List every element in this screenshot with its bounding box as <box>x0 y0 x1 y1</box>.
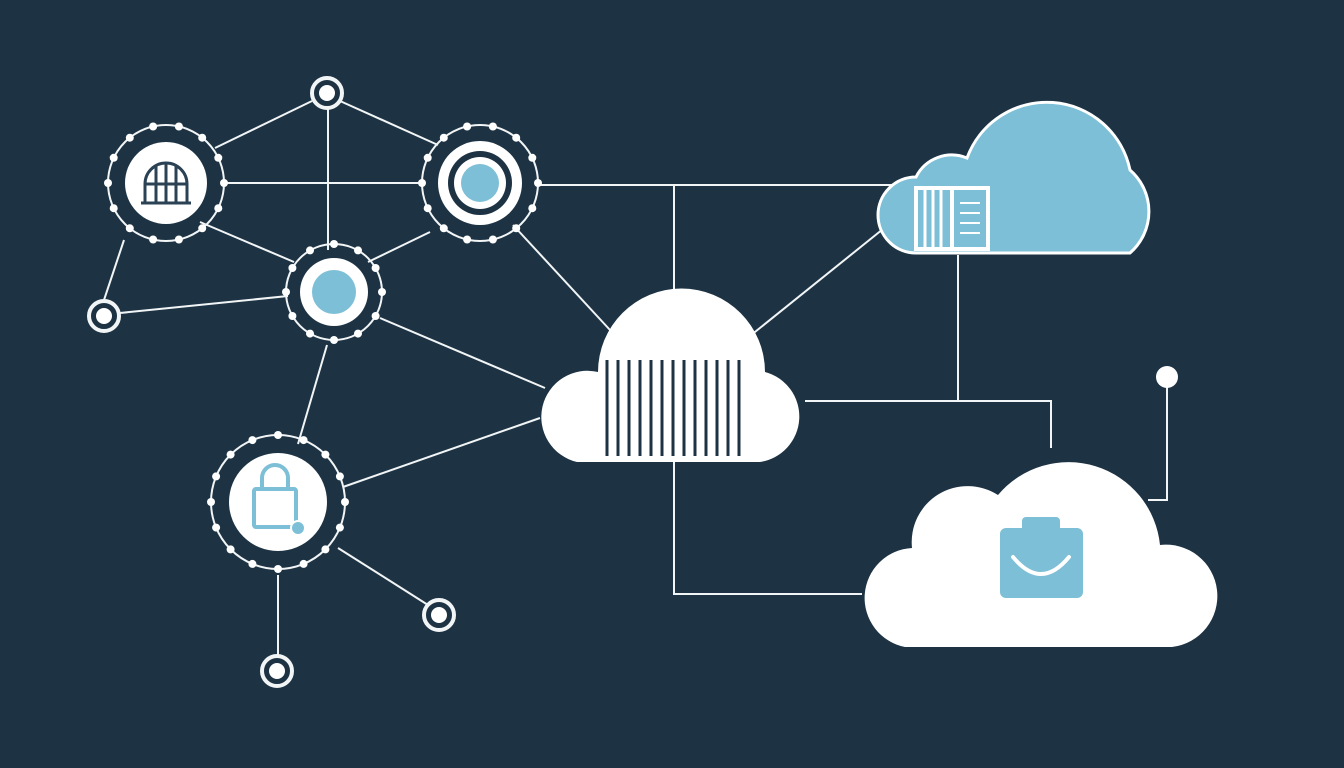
hub-globe <box>104 122 228 244</box>
link <box>805 400 1052 448</box>
link <box>214 100 313 149</box>
ring-dot <box>335 472 344 481</box>
ring-dot <box>174 235 183 244</box>
link <box>744 224 889 341</box>
barcode-icon <box>605 360 741 456</box>
ring-dot <box>109 204 118 213</box>
ring-dot <box>198 224 207 233</box>
ring-dot <box>212 472 221 481</box>
endpoint-bottom-right <box>422 598 456 632</box>
cloud-blue <box>876 100 1151 255</box>
ring-dot <box>371 312 380 320</box>
ring-dot <box>512 224 521 233</box>
ring-dot <box>488 122 497 131</box>
ring-dot <box>463 235 472 244</box>
link <box>337 547 429 606</box>
target-icon <box>448 151 512 215</box>
hub-ring-middle <box>282 240 386 344</box>
ring-dot <box>330 336 338 344</box>
ring-dot <box>488 235 497 244</box>
ring-dot <box>354 329 362 338</box>
ring-dot <box>512 133 521 142</box>
ring-dot <box>288 312 297 320</box>
hub-lock <box>207 431 349 573</box>
ring-dot <box>528 204 537 213</box>
globe-icon <box>141 161 191 205</box>
ring-dot <box>207 498 215 506</box>
cloud-center <box>541 288 800 462</box>
ring-dot <box>378 288 386 296</box>
link <box>512 224 611 331</box>
cloud-bottom <box>864 462 1218 647</box>
ring-dot <box>125 224 134 233</box>
ring-dot <box>149 235 158 244</box>
link <box>1148 378 1168 501</box>
ring-dot <box>198 133 207 142</box>
ring-dot <box>321 545 330 554</box>
ring-dots <box>282 240 386 344</box>
endpoint-right <box>1156 366 1178 388</box>
link <box>673 460 862 595</box>
ring-dot <box>371 264 380 272</box>
ring-dot <box>274 431 282 439</box>
briefcase-icon <box>1000 517 1083 598</box>
ring-dot <box>354 246 362 255</box>
ring-dot <box>248 436 257 445</box>
server-rack-icon <box>914 186 990 251</box>
ring-dot <box>220 179 228 187</box>
ring-dot <box>418 179 426 187</box>
ring-dot <box>528 153 537 162</box>
link <box>199 221 295 263</box>
ring-dot <box>149 122 158 131</box>
link <box>119 295 289 314</box>
ring-dot <box>335 523 344 532</box>
ring-dot <box>463 122 472 131</box>
ring-dot <box>125 133 134 142</box>
ring-dot <box>109 153 118 162</box>
ring-dot <box>423 204 432 213</box>
ring-dot <box>288 264 297 272</box>
ring-dot <box>282 288 290 296</box>
ring-dot <box>214 204 223 213</box>
ring-dot <box>439 133 448 142</box>
ring-dot <box>248 559 257 568</box>
connection-lines <box>103 100 1168 655</box>
ring-dot <box>439 224 448 233</box>
endpoint-bottom <box>260 654 294 688</box>
ring-dot <box>299 436 308 445</box>
link <box>103 239 125 301</box>
ring-dot <box>174 122 183 131</box>
ring-dots <box>207 431 349 573</box>
ring-dots <box>104 122 228 244</box>
ring-dot <box>274 565 282 573</box>
link <box>339 100 439 146</box>
ring-dot <box>212 523 221 532</box>
ring-dot <box>534 179 542 187</box>
link <box>379 317 546 389</box>
ring-dots <box>418 122 542 244</box>
ring-dot <box>330 240 338 248</box>
hub-ring-top <box>418 122 542 244</box>
ring-dot <box>341 498 349 506</box>
ring-dot <box>423 153 432 162</box>
link <box>297 344 328 445</box>
ring-dot <box>321 450 330 459</box>
ring-dot <box>214 153 223 162</box>
ring-dot <box>306 329 314 338</box>
ring-dot <box>226 545 235 554</box>
lock-icon <box>252 463 298 529</box>
ring-dot <box>226 450 235 459</box>
link <box>367 231 431 263</box>
endpoint-top <box>310 76 344 110</box>
link <box>342 417 541 488</box>
endpoint-left <box>87 299 121 333</box>
ring-dot <box>104 179 112 187</box>
blue-dot-icon <box>312 270 356 314</box>
ring-dot <box>306 246 314 255</box>
ring-dot <box>299 559 308 568</box>
